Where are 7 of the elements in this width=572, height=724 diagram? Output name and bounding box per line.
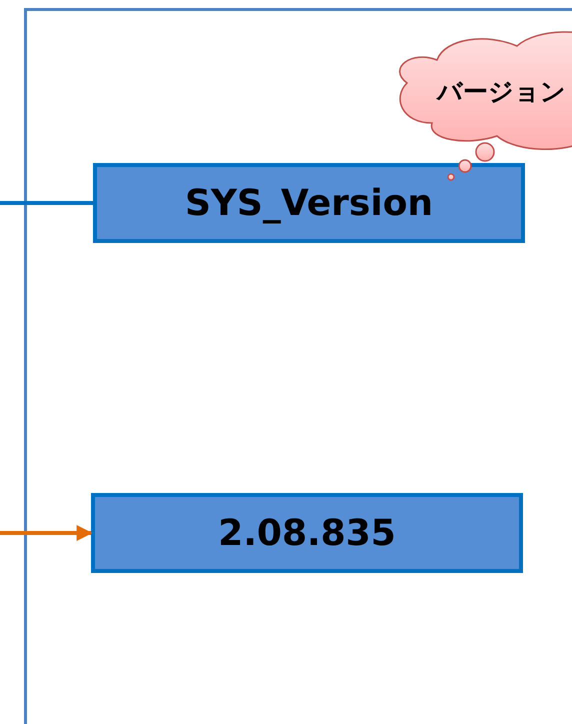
cloud-text: バージョン [437, 76, 566, 108]
box-label: 2.08.835 [218, 512, 396, 554]
connector-line [0, 201, 93, 205]
box-label: SYS_Version [184, 182, 434, 224]
process-box [91, 493, 523, 573]
arrow [0, 525, 93, 541]
process-box [93, 163, 525, 243]
